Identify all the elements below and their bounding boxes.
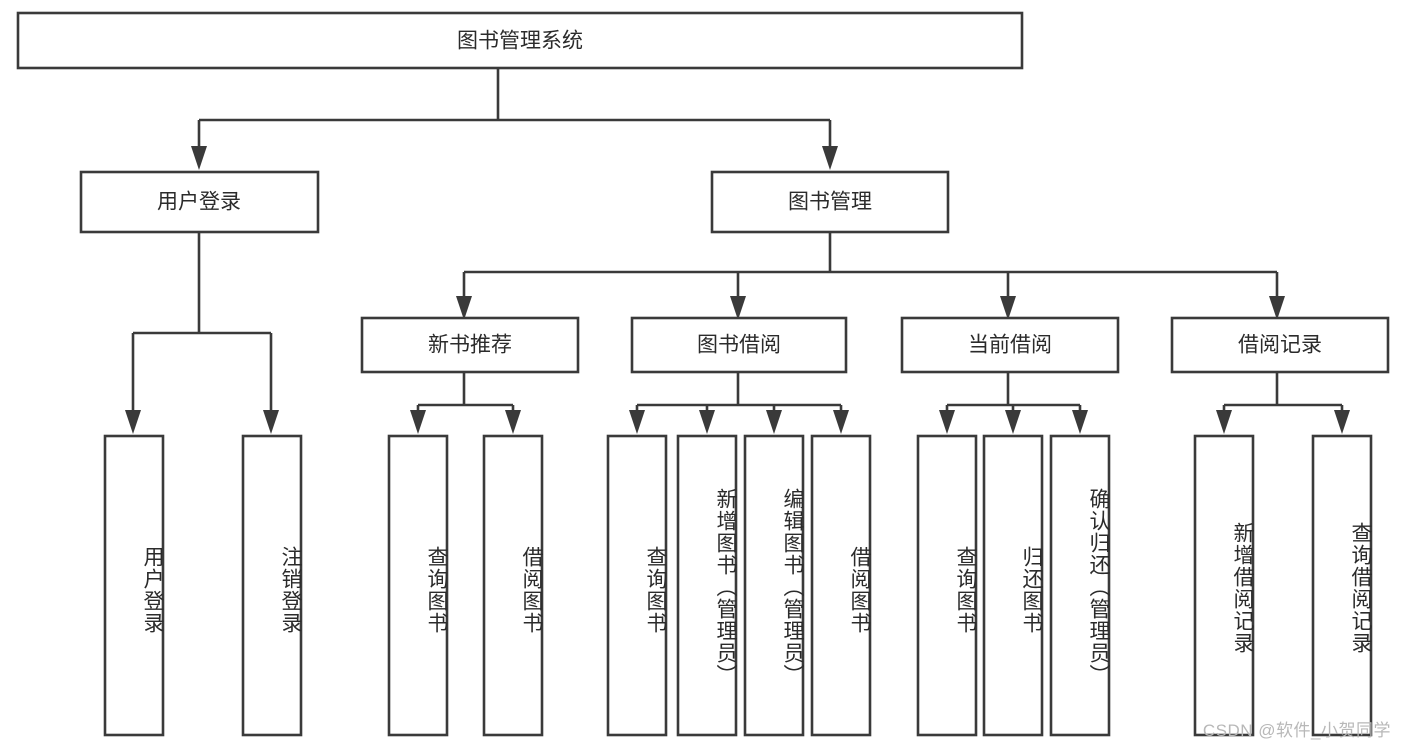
leaf-box-add-book[interactable] [676,434,738,737]
node-book-borrow[interactable] [630,316,848,374]
connector-userlogin-to-leaves [125,232,279,434]
leaf-box-user-logout[interactable] [241,434,303,737]
leaf-box-return-book[interactable] [982,434,1044,737]
node-root-label: 图书管理系统 [457,30,583,53]
connector-currentborrow-to-leaves [939,372,1088,434]
node-borrow-records-label: 借阅记录 [1238,334,1322,357]
leaf-box-query-book-2[interactable] [606,434,668,737]
node-new-book-recommend-label: 新书推荐 [428,334,512,357]
node-user-login-label: 用户登录 [157,191,241,214]
leaf-box-borrow-book-2[interactable] [810,434,872,737]
leaf-box-confirm-return[interactable] [1049,434,1111,737]
connector-bookmgmt-to-level3 [456,232,1285,320]
node-current-borrow-label: 当前借阅 [968,334,1052,357]
node-new-book-recommend[interactable] [360,316,580,374]
connector-newbook-to-leaves [410,372,521,434]
leaf-box-query-record[interactable] [1311,434,1373,737]
node-book-management-label: 图书管理 [788,191,872,214]
node-current-borrow[interactable] [900,316,1120,374]
connector-records-to-leaves [1216,372,1350,434]
node-book-management[interactable] [710,170,950,234]
node-root[interactable] [16,11,1024,70]
node-user-login[interactable] [79,170,320,234]
connector-bookborrow-to-leaves [629,372,849,434]
watermark-text: CSDN @软件_小贺同学 [1202,721,1391,740]
leaf-box-query-book-3[interactable] [916,434,978,737]
leaf-box-add-record[interactable] [1193,434,1255,737]
leaf-box-edit-book[interactable] [743,434,805,737]
leaf-box-borrow-book-1[interactable] [482,434,544,737]
leaf-box-query-book-1[interactable] [387,434,449,737]
node-borrow-records[interactable] [1170,316,1390,374]
connector-root-to-level2 [191,68,838,170]
node-book-borrow-label: 图书借阅 [697,334,781,357]
leaf-box-user-login[interactable] [103,434,165,737]
